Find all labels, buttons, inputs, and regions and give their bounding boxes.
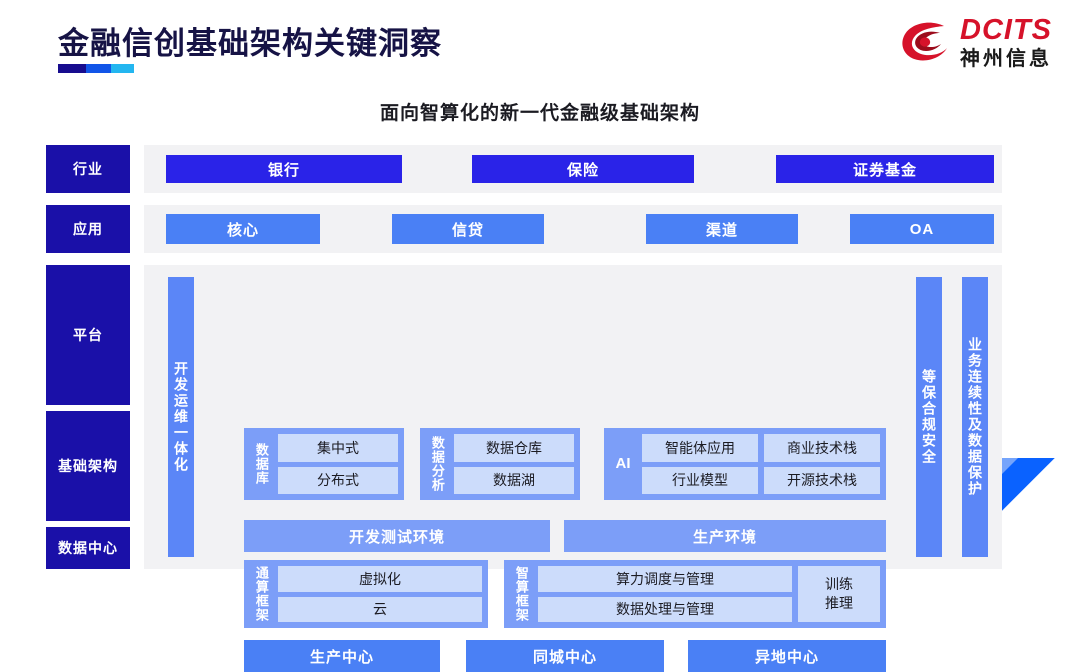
accent-segment-navy [58,64,86,73]
application-item-channel[interactable]: 渠道 [646,214,798,244]
env-production[interactable]: 生产环境 [564,520,886,552]
datacenter-remote[interactable]: 异地中心 [688,640,886,672]
cell-industry-model[interactable]: 行业模型 [642,466,758,494]
cell-distributed[interactable]: 分布式 [278,466,398,494]
sidebar-label-industry[interactable]: 行业 [46,145,130,193]
dcits-swirl-logo-icon [902,22,947,60]
industry-item-bank[interactable]: 银行 [166,155,402,183]
cell-cloud[interactable]: 云 [278,596,482,622]
architecture-diagram: 行业 应用 平台 基础架构 数据中心 银行 保险 证券基金 核心 信贷 渠道 O… [0,136,1080,672]
accent-segment-blue [86,64,111,73]
industry-item-insurance[interactable]: 保险 [472,155,694,183]
group-database[interactable]: 数据库 集中式 分布式 [244,428,404,500]
cell-agent-application[interactable]: 智能体应用 [642,434,758,462]
company-logo: DCITS 神州信息 [900,16,1052,69]
page-title: 金融信创基础架构关键洞察 [58,26,442,61]
application-item-core[interactable]: 核心 [166,214,320,244]
industry-band: 银行 保险 证券基金 [144,145,1002,193]
application-band: 核心 信贷 渠道 OA [144,205,1002,253]
title-accent-underline [58,64,134,73]
group-tag-ai: AI [615,455,631,473]
logo-text-en: DCITS [960,14,1052,46]
sidebar-label-datacenter[interactable]: 数据中心 [46,527,130,569]
group-tag-intelligent-compute: 智算框架 [513,566,529,622]
group-data-analytics[interactable]: 数据分析 数据仓库 数据湖 [420,428,580,500]
cell-data-lake[interactable]: 数据湖 [454,466,574,494]
accent-segment-cyan [111,64,134,73]
rail-devops[interactable]: 开发运维一体化 [168,277,194,557]
group-tag-database: 数据库 [253,443,269,485]
group-tag-general-compute: 通算框架 [253,566,269,622]
sidebar-label-application[interactable]: 应用 [46,205,130,253]
application-item-oa[interactable]: OA [850,214,994,244]
group-intelligent-compute-framework[interactable]: 智算框架 算力调度与管理 数据处理与管理 训练 推理 [504,560,886,628]
logo-text-cn: 神州信息 [960,48,1052,70]
diagram-subtitle: 面向智算化的新一代金融级基础架构 [379,103,700,124]
group-tag-data-analytics: 数据分析 [429,436,445,492]
group-ai[interactable]: AI 智能体应用 行业模型 商业技术栈 开源技术栈 [604,428,886,500]
industry-item-securities-fund[interactable]: 证券基金 [776,155,994,183]
cell-training-inference[interactable]: 训练 推理 [798,566,880,622]
cell-data-processing[interactable]: 数据处理与管理 [538,596,792,622]
env-dev-test[interactable]: 开发测试环境 [244,520,550,552]
page-header: 金融信创基础架构关键洞察 DCITS 神州信息 [0,0,1080,88]
datacenter-production[interactable]: 生产中心 [244,640,440,672]
group-general-compute-framework[interactable]: 通算框架 虚拟化 云 [244,560,488,628]
rail-security-compliance[interactable]: 等保合规安全 [916,277,942,557]
cell-compute-scheduling[interactable]: 算力调度与管理 [538,566,792,592]
datacenter-same-city[interactable]: 同城中心 [466,640,664,672]
application-item-credit[interactable]: 信贷 [392,214,544,244]
cell-virtualization[interactable]: 虚拟化 [278,566,482,592]
cell-data-warehouse[interactable]: 数据仓库 [454,434,574,462]
rail-business-continuity[interactable]: 业务连续性及数据保护 [962,277,988,557]
cell-centralized[interactable]: 集中式 [278,434,398,462]
sidebar-label-platform[interactable]: 平台 [46,265,130,405]
sidebar-label-infrastructure[interactable]: 基础架构 [46,411,130,521]
cell-opensource-tech-stack[interactable]: 开源技术栈 [764,466,880,494]
cell-commercial-tech-stack[interactable]: 商业技术栈 [764,434,880,462]
